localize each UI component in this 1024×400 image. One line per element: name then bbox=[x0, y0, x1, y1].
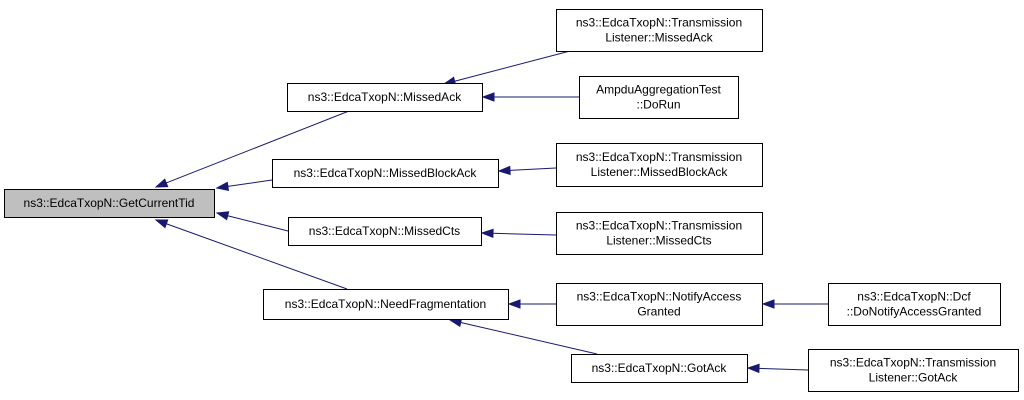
node-label: ns3::EdcaTxopN::GetCurrentTid bbox=[24, 196, 195, 210]
edge-arrowhead bbox=[215, 181, 230, 192]
node-tl-missedblockack[interactable]: ns3::EdcaTxopN::TransmissionListener::Mi… bbox=[556, 143, 763, 187]
edge-dcf-donotify-to-notifyaccessgranted bbox=[761, 299, 828, 309]
node-box[interactable] bbox=[579, 76, 739, 119]
edge-arrowhead bbox=[497, 165, 511, 176]
edge-arrowhead bbox=[154, 178, 169, 188]
node-label: ns3::EdcaTxopN::GotAck bbox=[592, 361, 728, 375]
edge-line bbox=[492, 232, 557, 236]
edge-needfragmentation-to-getcurrenttid bbox=[154, 219, 348, 290]
node-label: ns3::EdcaTxopN::NotifyAccess bbox=[577, 290, 742, 304]
node-box[interactable] bbox=[272, 159, 499, 188]
node-box[interactable] bbox=[571, 354, 748, 383]
edge-arrowhead bbox=[507, 299, 521, 309]
edge-missedblockack-to-getcurrenttid bbox=[215, 179, 273, 192]
node-box[interactable] bbox=[556, 283, 763, 326]
node-tl-missedcts[interactable]: ns3::EdcaTxopN::TransmissionListener::Mi… bbox=[556, 212, 763, 255]
edge-line bbox=[454, 50, 571, 82]
node-label: ns3::EdcaTxopN::Dcf bbox=[857, 290, 971, 304]
node-box[interactable] bbox=[287, 83, 483, 112]
node-label: ns3::EdcaTxopN::MissedBlockAck bbox=[294, 166, 478, 180]
node-getcurrenttid[interactable]: ns3::EdcaTxopN::GetCurrentTid bbox=[4, 189, 215, 218]
node-ampdu-dorun[interactable]: AmpduAggregationTest::DoRun bbox=[579, 76, 739, 119]
edges-layer bbox=[154, 50, 828, 374]
node-gotack[interactable]: ns3::EdcaTxopN::GotAck bbox=[571, 354, 748, 383]
node-label: ns3::EdcaTxopN::Transmission bbox=[576, 150, 742, 164]
node-label: ns3::EdcaTxopN::MissedCts bbox=[309, 224, 460, 238]
node-box[interactable] bbox=[556, 9, 763, 52]
node-dcf-donotify[interactable]: ns3::EdcaTxopN::Dcf::DoNotifyAccessGrant… bbox=[828, 283, 1001, 326]
node-label: Listener::GotAck bbox=[869, 371, 959, 385]
edge-arrowhead bbox=[215, 211, 230, 221]
edge-arrowhead bbox=[481, 92, 495, 102]
edge-missedcts-to-getcurrenttid bbox=[215, 211, 289, 232]
node-label: ns3::EdcaTxopN::Transmission bbox=[576, 16, 742, 30]
nodes-layer: ns3::EdcaTxopN::GetCurrentTidns3::EdcaTx… bbox=[4, 9, 1019, 392]
edge-line bbox=[166, 110, 350, 184]
node-missedcts[interactable]: ns3::EdcaTxopN::MissedCts bbox=[288, 217, 482, 246]
node-tl-missedack[interactable]: ns3::EdcaTxopN::TransmissionListener::Mi… bbox=[556, 9, 763, 52]
node-label: Granted bbox=[637, 305, 680, 319]
edge-arrowhead bbox=[761, 299, 775, 309]
node-label: AmpduAggregationTest bbox=[596, 83, 721, 97]
node-tl-gotack[interactable]: ns3::EdcaTxopN::TransmissionListener::Go… bbox=[808, 349, 1019, 392]
node-notifyaccessgranted[interactable]: ns3::EdcaTxopN::NotifyAccessGranted bbox=[556, 283, 763, 326]
node-label: Listener::MissedAck bbox=[605, 31, 713, 45]
node-box[interactable] bbox=[288, 217, 482, 246]
edge-line bbox=[166, 223, 348, 290]
edge-notifyaccessgranted-to-needfragmentation bbox=[507, 299, 556, 309]
node-label: ::DoNotifyAccessGranted bbox=[847, 305, 982, 319]
node-label: ns3::EdcaTxopN::Transmission bbox=[830, 356, 996, 370]
edge-tl-gotack-to-gotack bbox=[746, 363, 809, 374]
node-box[interactable] bbox=[4, 189, 215, 218]
edge-line bbox=[460, 321, 598, 355]
edge-arrowhead bbox=[154, 219, 169, 229]
node-needfragmentation[interactable]: ns3::EdcaTxopN::NeedFragmentation bbox=[263, 289, 509, 320]
node-label: ns3::EdcaTxopN::MissedAck bbox=[308, 90, 462, 104]
edge-line bbox=[509, 167, 557, 171]
node-box[interactable] bbox=[828, 283, 1001, 326]
node-label: ns3::EdcaTxopN::Transmission bbox=[576, 219, 742, 233]
edge-tl-missedack-to-missedack bbox=[442, 50, 571, 86]
node-label: Listener::MissedCts bbox=[606, 234, 711, 248]
edge-ampdu-dorun-to-missedack bbox=[481, 92, 579, 102]
node-box[interactable] bbox=[808, 349, 1019, 392]
edge-arrowhead bbox=[746, 363, 760, 374]
node-missedblockack[interactable]: ns3::EdcaTxopN::MissedBlockAck bbox=[272, 159, 499, 188]
node-missedack[interactable]: ns3::EdcaTxopN::MissedAck bbox=[287, 83, 483, 112]
edge-line bbox=[227, 215, 289, 232]
edge-line bbox=[758, 367, 809, 371]
edge-line bbox=[227, 179, 273, 187]
node-label: ::DoRun bbox=[636, 98, 680, 112]
node-box[interactable] bbox=[556, 143, 763, 187]
node-label: Listener::MissedBlockAck bbox=[591, 165, 729, 179]
edge-tl-missedcts-to-missedcts bbox=[480, 228, 557, 239]
edge-missedack-to-getcurrenttid bbox=[154, 110, 350, 188]
edge-tl-missedblockack-to-missedblockack bbox=[497, 165, 557, 176]
node-label: ns3::EdcaTxopN::NeedFragmentation bbox=[285, 297, 486, 311]
node-box[interactable] bbox=[263, 289, 509, 320]
edge-arrowhead bbox=[480, 228, 494, 239]
node-box[interactable] bbox=[556, 212, 763, 255]
